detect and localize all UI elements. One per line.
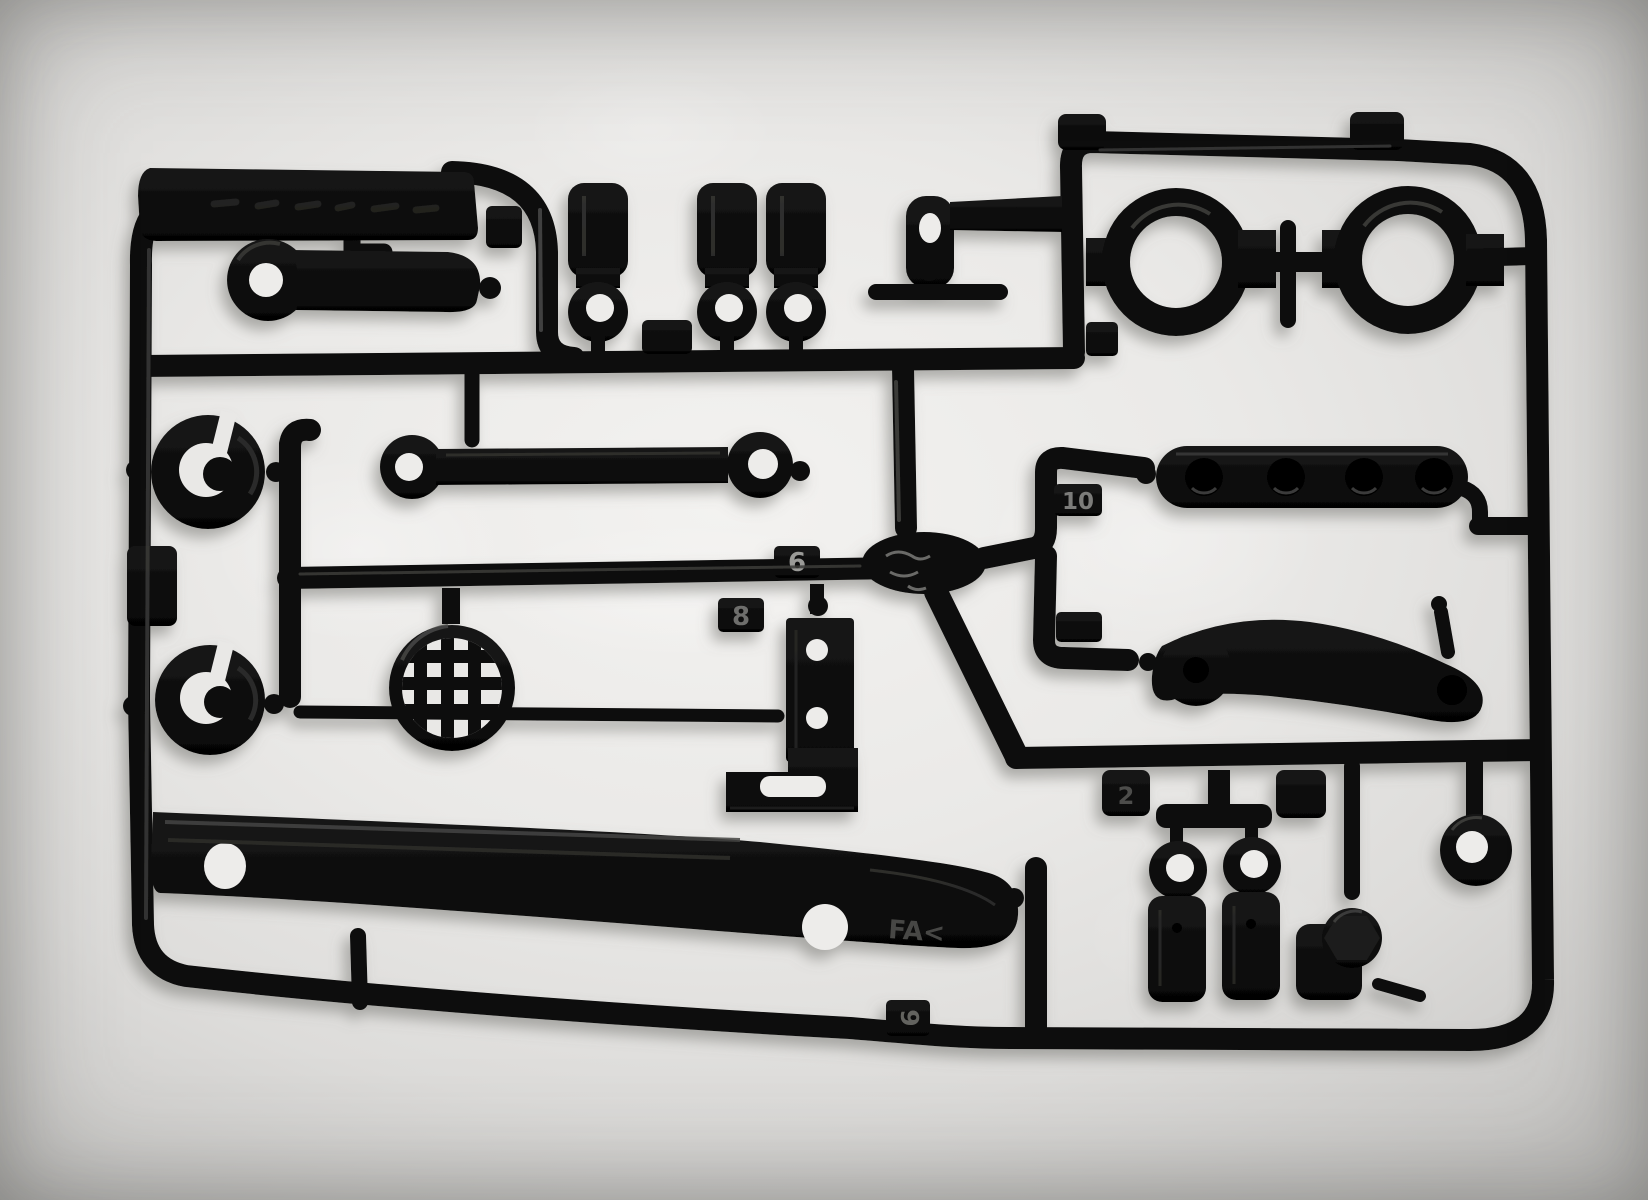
link-rod	[380, 432, 810, 499]
slotted-disc	[126, 410, 286, 529]
sink-marks	[885, 550, 931, 592]
clamp-ring	[1086, 188, 1276, 336]
tag-number: 2	[1118, 782, 1135, 810]
steering-arm	[227, 206, 522, 321]
hook-bracket	[868, 196, 1062, 300]
embossed-runner-bar	[138, 168, 478, 241]
runner-junction	[862, 532, 986, 594]
illegible-embossed-lettering	[210, 198, 440, 214]
molded-number-tag	[642, 320, 692, 354]
tag-number: 6	[788, 548, 806, 578]
molded-number-tag: 10	[1054, 484, 1102, 516]
channel-beam: FA<	[150, 812, 1024, 950]
link-bar	[1136, 446, 1468, 508]
ball-head-block	[1296, 758, 1426, 1002]
small-bushing-ring	[1440, 758, 1512, 886]
drilled-plate	[786, 584, 854, 762]
mesh-grille	[389, 588, 515, 751]
tag-number: 10	[1062, 489, 1094, 515]
molded-number-tag	[1056, 612, 1102, 642]
ball-connector	[568, 183, 628, 364]
molded-number-tag	[1276, 770, 1326, 818]
ball-connector	[766, 183, 826, 364]
ball-connector	[697, 183, 757, 364]
side-tab	[127, 546, 177, 626]
thin-shaft	[293, 705, 785, 723]
rod-end-cylinder	[1148, 770, 1272, 1002]
clamp-ring	[1258, 186, 1533, 334]
embossed-part-code: FA<	[887, 915, 946, 949]
molded-number-tag: 8	[718, 598, 764, 632]
slotted-disc	[123, 640, 284, 755]
runner-frame	[1058, 112, 1404, 150]
step-bracket	[726, 748, 858, 812]
molded-number-tag: 9	[886, 1000, 930, 1036]
molded-number-tag	[1086, 322, 1118, 356]
tag-number: 8	[732, 602, 750, 632]
curved-arm	[1139, 596, 1483, 723]
molded-number-tag: 2	[1102, 770, 1150, 816]
tag-number: 9	[895, 1009, 924, 1026]
gloss-highlights	[144, 144, 1392, 920]
molded-number-tag: 6	[774, 546, 820, 578]
rod-end-cylinder	[1222, 837, 1281, 1000]
